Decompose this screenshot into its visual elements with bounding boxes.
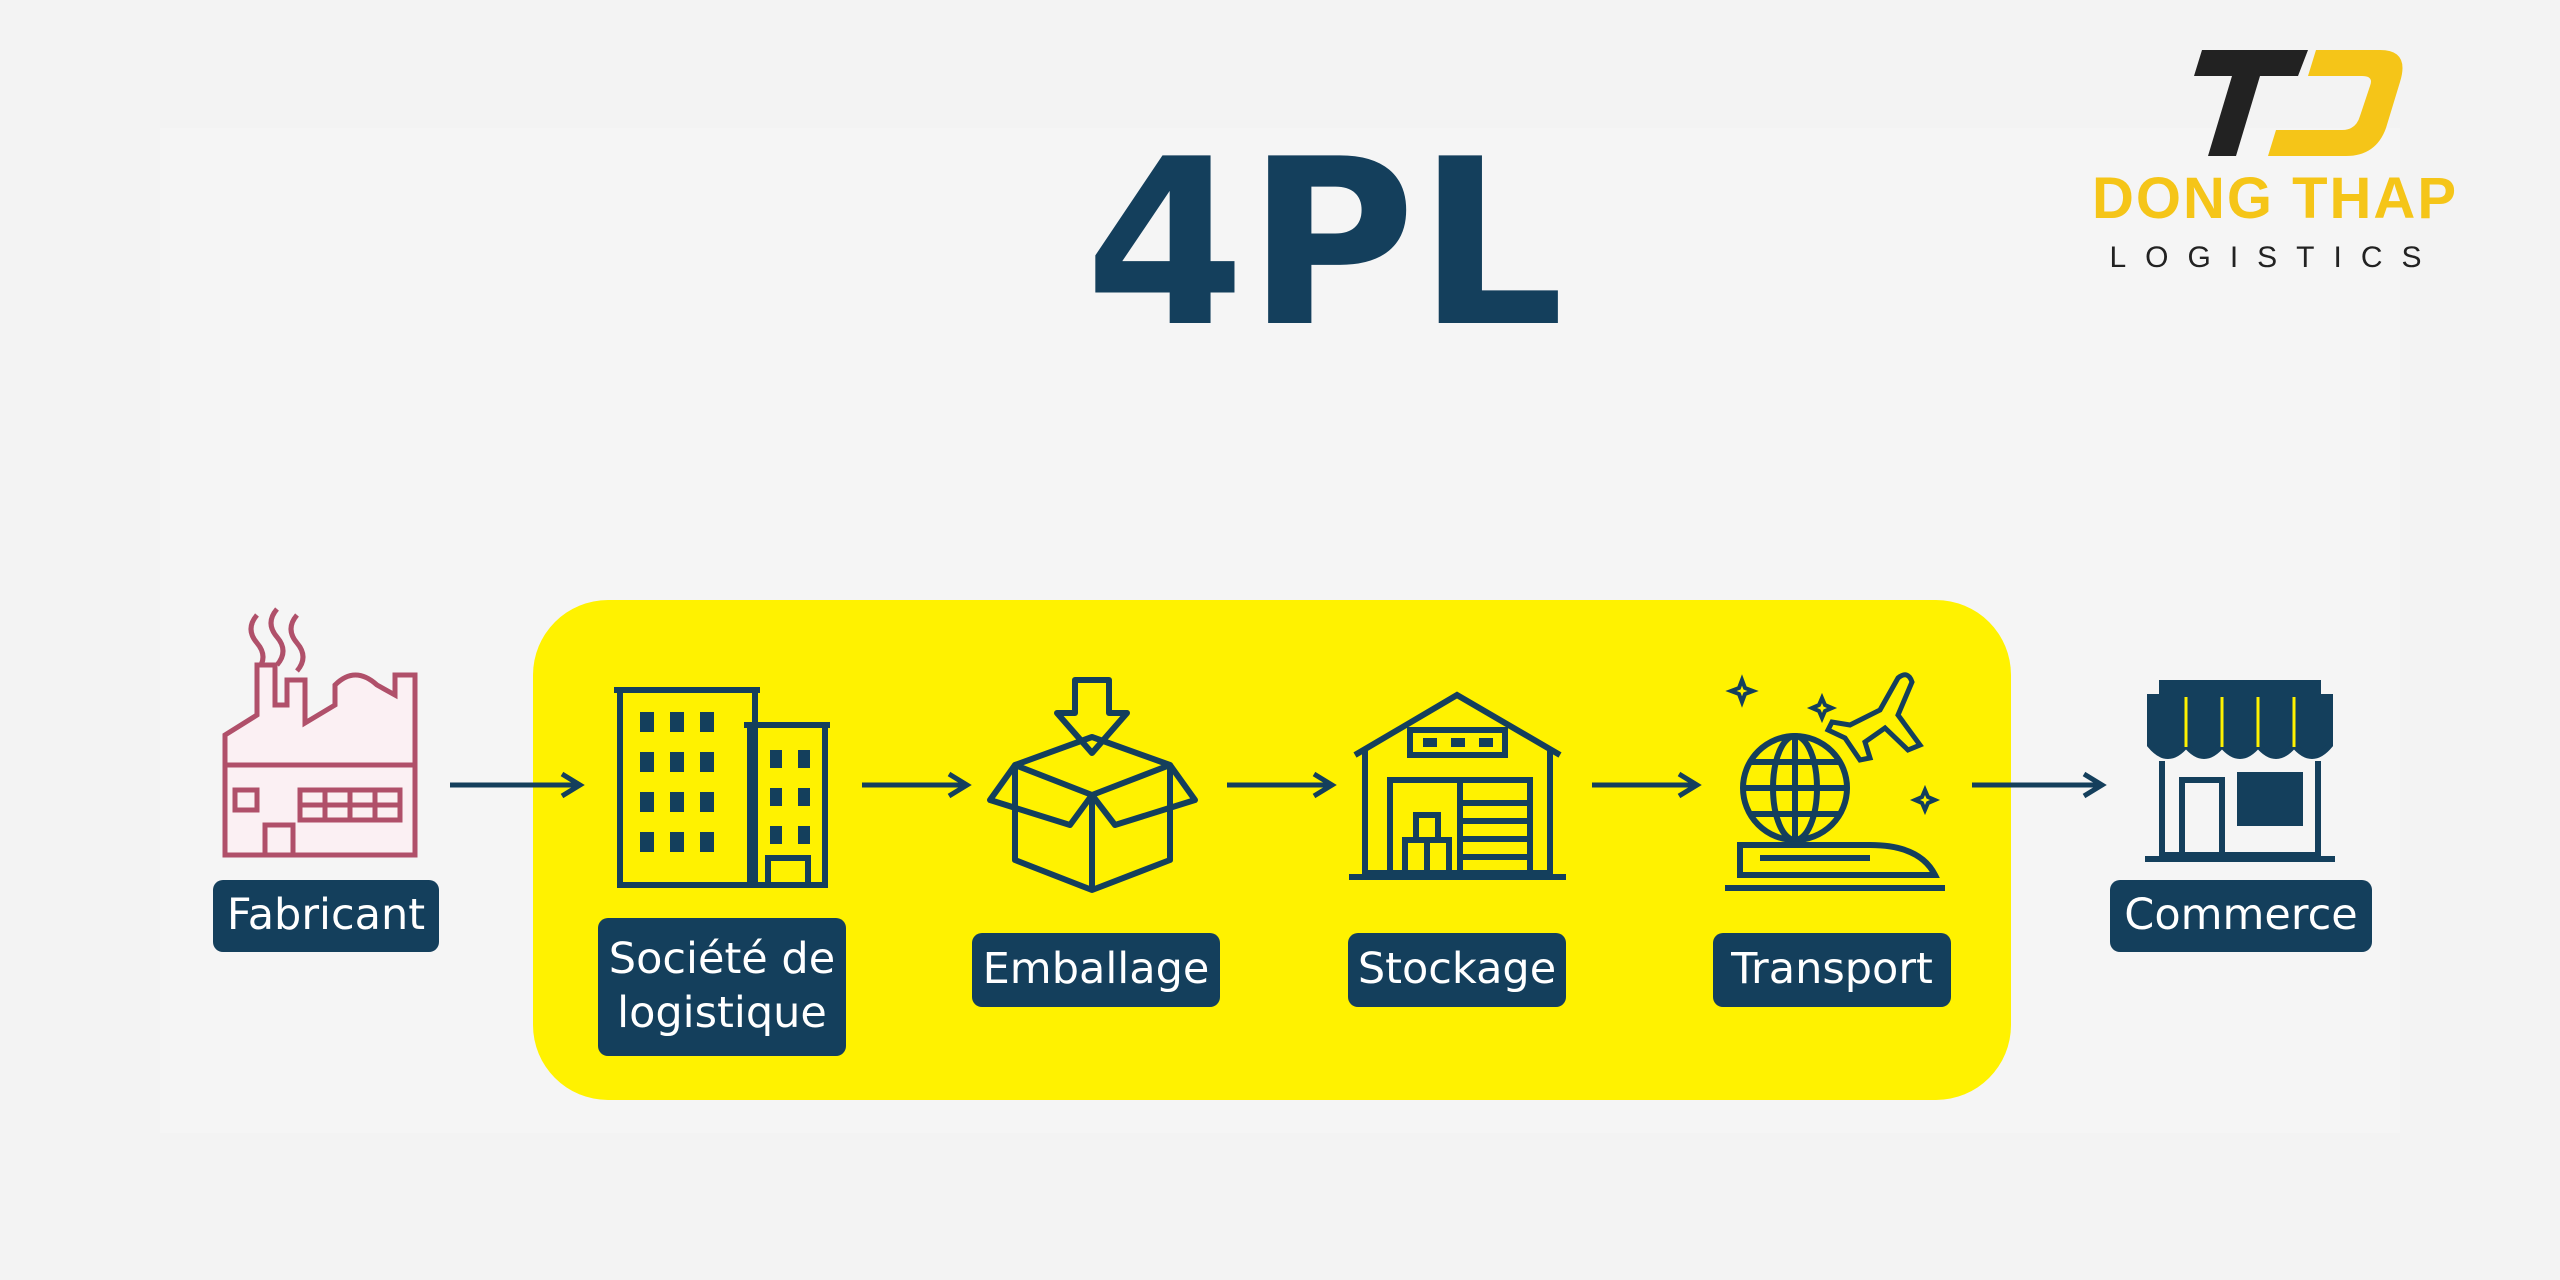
transport-globe-plane-train-icon xyxy=(1725,672,1945,891)
flow-arrow xyxy=(1972,771,2107,799)
flow-arrow xyxy=(1592,771,1702,799)
dong-thap-logo-mark-icon xyxy=(2194,50,2403,156)
step-label-emballage: Emballage xyxy=(972,933,1220,1007)
step-label-stockage: Stockage xyxy=(1348,933,1566,1007)
step-label-commerce: Commerce xyxy=(2110,880,2372,952)
brand-name: DONG THAP xyxy=(2092,166,2458,231)
step-label-fabricant: Fabricant xyxy=(213,880,439,952)
office-building-icon xyxy=(614,687,830,888)
flow-arrow xyxy=(450,771,585,799)
diagram-title: 4PL xyxy=(1085,111,1567,378)
brand-logo: DONG THAP LOGISTICS xyxy=(2040,50,2510,290)
step-label-societe-de-logistique: Société de logistique xyxy=(598,918,846,1056)
brand-tagline: LOGISTICS xyxy=(2109,241,2441,274)
package-box-icon xyxy=(987,677,1198,893)
flow-arrow xyxy=(1227,771,1337,799)
factory-icon xyxy=(222,607,418,858)
warehouse-icon xyxy=(1349,691,1566,880)
storefront-icon xyxy=(2145,680,2335,862)
step-label-transport: Transport xyxy=(1713,933,1951,1007)
flow-arrow xyxy=(862,771,972,799)
